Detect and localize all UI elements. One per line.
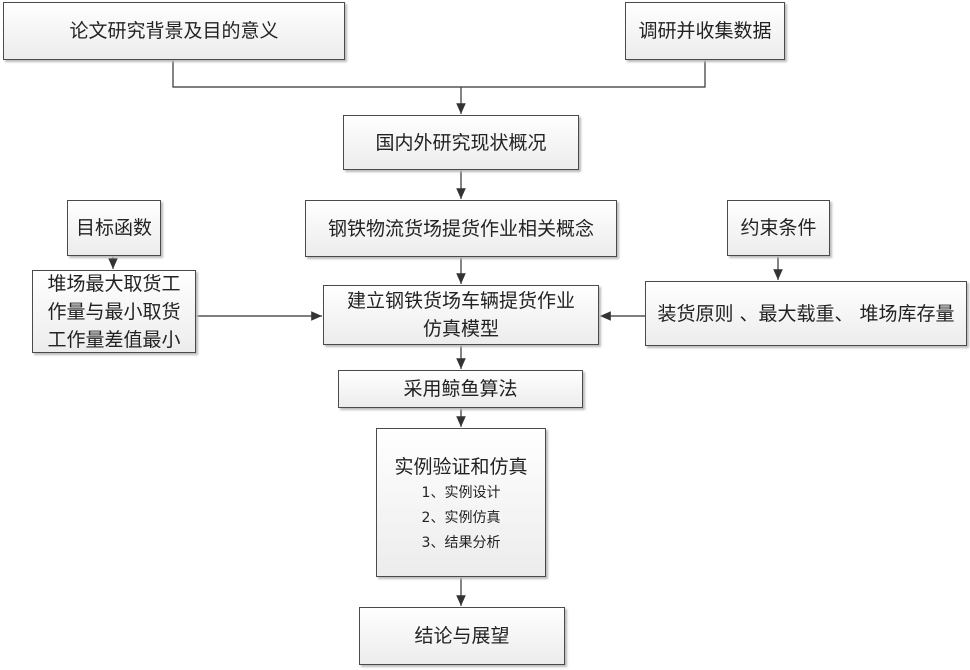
node-algorithm: 采用鲸鱼算法 (338, 370, 583, 408)
node-survey: 调研并收集数据 (625, 2, 785, 60)
node-background: 论文研究背景及目的意义 (3, 2, 345, 60)
validation-item: 3、结果分析 (421, 535, 501, 551)
validation-title: 实例验证和仿真 (394, 456, 528, 478)
node-objective: 目标函数 (67, 200, 161, 256)
node-constraints: 约束条件 (727, 200, 830, 256)
node-objective-detail: 堆场最大取货工作量与最小取货工作量差值最小 (32, 270, 196, 353)
node-status: 国内外研究现状概况 (343, 115, 579, 170)
node-concepts: 钢铁物流货场提货作业相关概念 (305, 200, 617, 257)
validation-item: 1、实例设计 (421, 485, 501, 501)
node-conclusion: 结论与展望 (359, 607, 565, 665)
merge-connector (172, 60, 706, 88)
node-constraints-detail: 装货原则 、最大载重、 堆场库存量 (645, 281, 967, 346)
node-validation: 实例验证和仿真 1、实例设计 2、实例仿真 3、结果分析 (376, 428, 546, 577)
node-model: 建立钢铁货场车辆提货作业仿真模型 (323, 285, 599, 345)
validation-item: 2、实例仿真 (421, 510, 501, 526)
